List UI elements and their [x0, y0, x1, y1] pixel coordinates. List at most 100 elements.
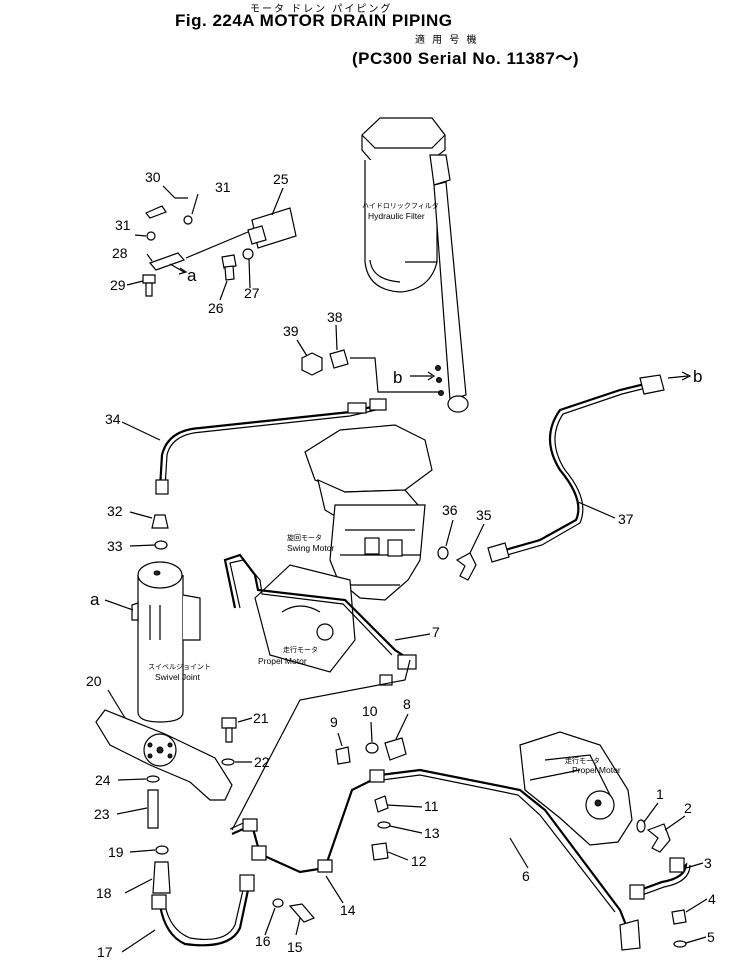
o-ring-36 — [437, 546, 449, 560]
callout-39: 39 — [283, 323, 299, 339]
washer-5 — [673, 940, 687, 948]
propel-motor-upper: 走行モータ Propel Motor — [254, 564, 356, 673]
o-ring-33 — [154, 540, 168, 550]
ref-a-bracket: a — [187, 266, 197, 285]
figure-title: Fig. 224A MOTOR DRAIN PIPING — [175, 11, 453, 30]
ref-b-filter: b — [393, 368, 402, 387]
callout-36: 36 — [442, 502, 458, 518]
o-ring-1 — [636, 819, 646, 833]
propel-motor-label-jp: 走行モータ — [283, 645, 318, 654]
propel-motor-label: Propel Motor — [258, 656, 307, 666]
callout-17: 17 — [97, 944, 113, 960]
applicable-japanese: 適 用 号 機 — [415, 35, 479, 46]
callout-28: 28 — [112, 245, 128, 261]
pipe-7 — [223, 553, 411, 661]
elbow-35 — [455, 552, 477, 581]
title-japanese: モータ ドレン パイピング — [250, 4, 393, 15]
washer-13 — [377, 821, 391, 829]
hydraulic-filter-label: Hydraulic Filter — [368, 211, 425, 221]
callout-30: 30 — [145, 169, 161, 185]
serial-range: (PC300 Serial No. 11387～) — [352, 49, 580, 68]
callout-27: 27 — [244, 285, 260, 301]
bracket-8 — [384, 737, 407, 761]
hose-37 — [487, 371, 692, 563]
callout-14: 14 — [340, 902, 356, 918]
washer-22 — [221, 758, 235, 766]
callout-21: 21 — [253, 710, 269, 726]
washer-16 — [272, 898, 284, 908]
callout-20: 20 — [86, 673, 102, 689]
hydraulic-filter: ハイドロリックフィルタ Hydraulic Filter — [361, 117, 469, 413]
plate-20 — [95, 709, 233, 801]
callout-11: 11 — [424, 798, 439, 814]
hose-17 — [151, 874, 255, 947]
propel-motor-lower: 走行モータ Propel Motor — [519, 731, 633, 846]
bolt-12 — [371, 842, 389, 861]
bracket-assembly — [142, 205, 297, 297]
callouts: 30 31 31 28 29 25 26 27 39 38 34 32 33 3… — [86, 169, 716, 960]
bolt-23 — [147, 789, 159, 829]
washer-24 — [146, 775, 160, 783]
callout-25: 25 — [273, 171, 289, 187]
callout-13: 13 — [424, 825, 440, 841]
callout-12: 12 — [411, 853, 427, 869]
callout-3: 3 — [704, 855, 712, 871]
nut-39 — [301, 352, 323, 376]
ref-a-leader-swivel — [104, 599, 134, 611]
callout-23: 23 — [94, 806, 110, 822]
washer-10 — [365, 742, 379, 754]
leader-lines — [107, 185, 708, 953]
callout-6: 6 — [522, 868, 530, 884]
callout-15: 15 — [287, 939, 303, 955]
swivel-joint: スイベルジョイント Swivel Joint — [131, 561, 211, 723]
callout-19: 19 — [108, 844, 124, 860]
ref-b-hose: b — [693, 367, 702, 386]
callout-31-left: 31 — [115, 217, 131, 233]
swing-motor-label: Swing Motor — [287, 543, 334, 553]
bolt-15 — [288, 903, 316, 923]
fitting-38 — [329, 349, 349, 369]
callout-5: 5 — [707, 929, 715, 945]
fitting-7b — [379, 674, 393, 686]
swivel-joint-label: Swivel Joint — [155, 672, 201, 682]
callout-24: 24 — [95, 772, 111, 788]
callout-22: 22 — [254, 754, 270, 770]
hydraulic-filter-label-jp: ハイドロリックフィルタ — [362, 201, 439, 210]
callout-4: 4 — [708, 891, 716, 907]
connector-18 — [152, 861, 171, 894]
callout-8: 8 — [403, 696, 411, 712]
swing-motor-label-jp: 旋回モータ — [287, 533, 322, 542]
callout-7: 7 — [432, 624, 440, 640]
callout-29: 29 — [110, 277, 126, 293]
propel-motor2-label-jp: 走行モータ — [565, 756, 600, 765]
bolt-4 — [671, 909, 687, 925]
propel-motor2-label: Propel Motor — [572, 765, 621, 775]
hose-3 — [629, 857, 691, 900]
callout-37: 37 — [618, 511, 634, 527]
callout-35: 35 — [476, 507, 492, 523]
callout-10: 10 — [362, 703, 378, 719]
callout-16: 16 — [255, 933, 271, 949]
clamp-11 — [374, 795, 389, 813]
callout-1: 1 — [656, 786, 664, 802]
callout-26: 26 — [208, 300, 224, 316]
callout-33: 33 — [107, 538, 123, 554]
bolt-9 — [335, 746, 351, 765]
fitting-7a — [397, 654, 417, 670]
connector-32 — [151, 514, 169, 529]
callout-32: 32 — [107, 503, 123, 519]
o-ring-19 — [155, 845, 169, 855]
callout-31-top: 31 — [215, 179, 231, 195]
callout-38: 38 — [327, 309, 343, 325]
pipe-6 — [379, 768, 632, 936]
elbow-2 — [646, 823, 671, 853]
swing-motor: 旋回モータ Swing Motor — [287, 424, 433, 601]
callout-2: 2 — [684, 800, 692, 816]
callout-18: 18 — [96, 885, 112, 901]
callout-9: 9 — [330, 714, 338, 730]
ref-a-swivel: a — [90, 590, 100, 609]
hose-34 — [155, 398, 387, 495]
bolt-21 — [221, 717, 237, 729]
